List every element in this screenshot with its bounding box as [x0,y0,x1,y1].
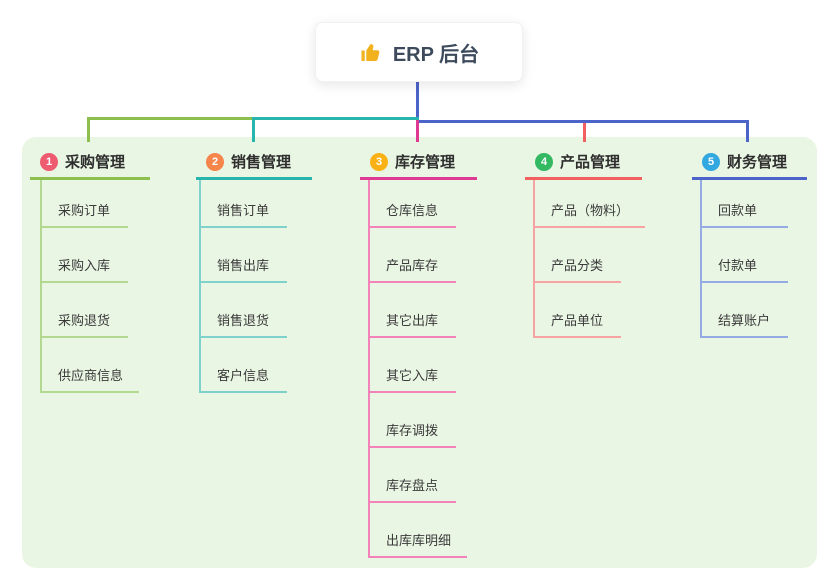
badge-4: 4 [535,152,553,171]
node-stock-transfer[interactable]: 库存调拨 [370,393,456,448]
root-node-erp[interactable]: ERP 后台 [315,22,523,82]
branch-finance[interactable]: 5 财务管理 [692,146,807,180]
branch-inventory-children: 仓库信息 产品库存 其它出库 其它入库 库存调拨 库存盘点 出库库明细 [368,180,468,558]
node-settlement-account[interactable]: 结算账户 [702,283,788,338]
node-sales-outbound[interactable]: 销售出库 [201,228,287,283]
node-purchase-return[interactable]: 采购退货 [42,283,128,338]
badge-5: 5 [702,152,720,171]
node-supplier-info[interactable]: 供应商信息 [42,338,140,393]
badge-2: 2 [206,152,224,171]
branch-product-children: 产品（物料） 产品分类 产品单位 [533,180,646,338]
branch-product-label: 产品管理 [560,154,621,171]
connector-sales-drop [252,117,255,142]
branch-purchase-children: 采购订单 采购入库 采购退货 供应商信息 [40,180,140,393]
node-product-category[interactable]: 产品分类 [535,228,621,283]
node-purchase-inbound[interactable]: 采购入库 [42,228,128,283]
node-product-stock[interactable]: 产品库存 [370,228,456,283]
connector-inventory-drop [416,120,419,142]
node-other-outbound[interactable]: 其它出库 [370,283,456,338]
connector-product-drop [583,120,586,142]
branch-inventory-label: 库存管理 [395,154,456,171]
branch-purchase-label: 采购管理 [65,154,126,171]
connector-sales-horizontal [252,117,419,120]
node-warehouse-info[interactable]: 仓库信息 [370,180,456,228]
connector-purchase-drop [87,117,90,142]
thumbs-up-icon [361,44,380,61]
badge-3: 3 [370,152,388,171]
branches-background-panel [22,137,817,568]
node-stock-taking[interactable]: 库存盘点 [370,448,456,503]
node-sales-return[interactable]: 销售退货 [201,283,287,338]
node-outbound-detail[interactable]: 出库库明细 [370,503,468,558]
branch-sales-label: 销售管理 [231,154,292,171]
root-node-label: ERP 后台 [392,43,480,66]
node-payment-order[interactable]: 付款单 [702,228,788,283]
node-product-unit[interactable]: 产品单位 [535,283,621,338]
branch-inventory[interactable]: 3 库存管理 [360,146,477,180]
node-receipt-order[interactable]: 回款单 [702,180,788,228]
branch-finance-children: 回款单 付款单 结算账户 [700,180,788,338]
branch-sales[interactable]: 2 销售管理 [196,146,312,180]
connector-finance-horizontal [417,120,749,123]
node-product-material[interactable]: 产品（物料） [535,180,646,228]
root-stem-line [416,82,419,121]
branch-finance-label: 财务管理 [727,154,788,171]
node-sales-order[interactable]: 销售订单 [201,180,287,228]
node-other-inbound[interactable]: 其它入库 [370,338,456,393]
node-purchase-order[interactable]: 采购订单 [42,180,128,228]
branch-purchase[interactable]: 1 采购管理 [30,146,150,180]
branch-product[interactable]: 4 产品管理 [525,146,642,180]
branch-sales-children: 销售订单 销售出库 销售退货 客户信息 [199,180,287,393]
node-customer-info[interactable]: 客户信息 [201,338,287,393]
badge-1: 1 [40,152,58,171]
connector-finance-drop [746,120,749,142]
